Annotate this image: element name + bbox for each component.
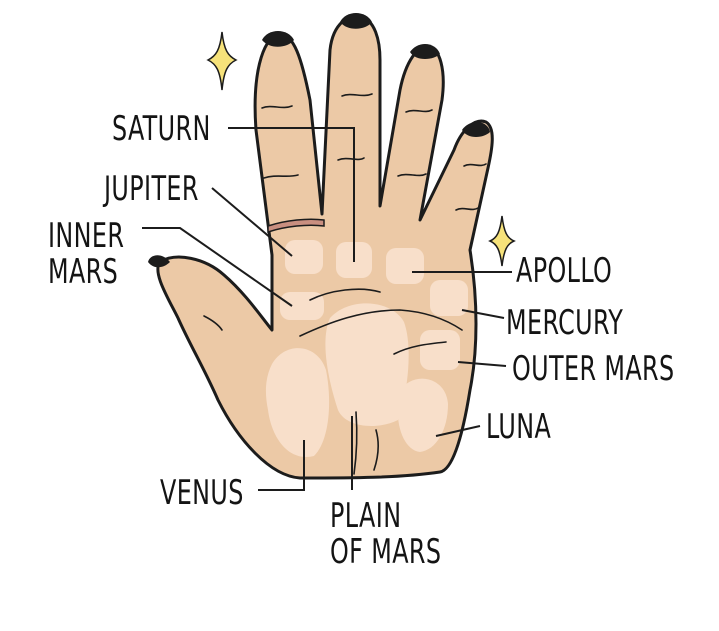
sparkle-left bbox=[206, 31, 238, 91]
index-nail bbox=[262, 31, 294, 47]
ring bbox=[267, 218, 325, 234]
leader-inner-mars bbox=[142, 227, 293, 307]
pinky-nail bbox=[462, 121, 490, 137]
leader-saturn bbox=[228, 127, 355, 262]
label-apollo: APOLLO bbox=[516, 251, 613, 291]
palm-lines bbox=[203, 288, 463, 475]
label-mercury: MERCURY bbox=[506, 303, 624, 343]
thumb-nail bbox=[148, 255, 170, 268]
label-plain-of-mars: PLAIN OF MARS bbox=[330, 498, 441, 570]
mount-luna bbox=[397, 378, 448, 452]
label-jupiter: JUPITER bbox=[104, 169, 199, 209]
mounts bbox=[265, 240, 468, 457]
leader-jupiter bbox=[211, 187, 293, 257]
label-outer-mars: OUTER MARS bbox=[512, 349, 675, 389]
label-inner-mars-line2: MARS bbox=[48, 252, 119, 292]
label-luna: LUNA bbox=[486, 407, 552, 447]
hand-outline bbox=[156, 14, 494, 480]
leader-mercury bbox=[461, 309, 505, 319]
mount-plain-of-mars bbox=[325, 303, 409, 426]
leader-outer-mars bbox=[457, 361, 507, 367]
middle-nail bbox=[340, 13, 372, 29]
mount-jupiter bbox=[285, 240, 323, 274]
mount-apollo bbox=[386, 248, 424, 284]
leader-lines bbox=[142, 127, 512, 491]
label-plain-of-mars-line1: PLAIN bbox=[330, 496, 402, 536]
ring-nail bbox=[410, 43, 440, 59]
mount-venus bbox=[265, 348, 330, 457]
mount-mercury bbox=[430, 280, 468, 316]
sparkle-right bbox=[488, 215, 516, 267]
label-inner-mars-line1: INNER bbox=[48, 216, 125, 256]
label-plain-of-mars-line2: OF MARS bbox=[330, 532, 442, 572]
leader-luna bbox=[435, 425, 481, 437]
leader-venus bbox=[258, 440, 305, 491]
label-saturn: SATURN bbox=[112, 109, 211, 149]
label-venus: VENUS bbox=[160, 473, 244, 513]
label-inner-mars: INNER MARS bbox=[48, 218, 124, 290]
mount-outer-mars bbox=[420, 330, 460, 370]
finger-creases bbox=[261, 93, 487, 211]
